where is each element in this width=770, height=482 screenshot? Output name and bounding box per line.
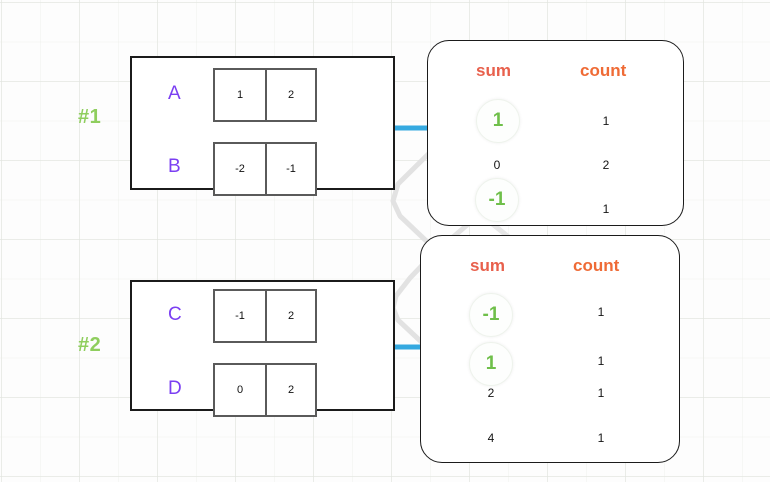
table-2-row-1-count: 1 xyxy=(597,354,605,368)
table-2-row-1-sum: 1 xyxy=(469,342,513,386)
row-label-d: D xyxy=(168,378,183,399)
input-group-1: A 1 2 B -2 -1 xyxy=(130,56,395,196)
output-table-2: sum count -1 1 1 1 2 1 4 1 xyxy=(420,235,680,463)
pair-a: 1 2 xyxy=(213,68,317,122)
table-2-header-sum: sum xyxy=(470,256,505,275)
table-2-row-3-sum: 4 xyxy=(487,431,495,445)
pair-a-cell-0: 1 xyxy=(236,89,244,101)
row-label-b: B xyxy=(168,156,182,177)
pair-a-cell-1: 2 xyxy=(265,70,315,120)
pair-d-cell-1: 2 xyxy=(265,365,315,415)
step-tag-1: #1 xyxy=(78,106,102,128)
step-tag-2: #2 xyxy=(78,334,102,356)
table-1-row-0-sum: 1 xyxy=(476,99,520,143)
pair-b: -2 -1 xyxy=(213,142,317,196)
output-table-1: sum count 1 1 0 2 -1 1 xyxy=(427,40,684,226)
row-label-a: A xyxy=(168,83,182,104)
pair-c-cell-0: -1 xyxy=(235,310,245,322)
table-1-row-1-sum: 0 xyxy=(493,158,501,172)
table-2-row-2-sum: 2 xyxy=(487,386,495,400)
row-label-c: C xyxy=(168,304,183,325)
pair-c: -1 2 xyxy=(213,289,317,343)
pair-d: 0 2 xyxy=(213,363,317,417)
table-2-row-0-sum: -1 xyxy=(469,293,513,337)
table-1-row-2-count: 1 xyxy=(602,202,610,216)
pair-b-cell-1: -1 xyxy=(265,144,315,194)
pair-d-cell-0: 0 xyxy=(236,384,244,396)
table-1-row-0-count: 1 xyxy=(602,114,610,128)
table-1-header-count: count xyxy=(580,61,627,80)
pair-b-cell-0: -2 xyxy=(235,163,245,175)
table-2-row-3-count: 1 xyxy=(597,431,605,445)
table-1-row-1-count: 2 xyxy=(602,158,610,172)
table-2-row-0-count: 1 xyxy=(597,305,605,319)
table-1-header-sum: sum xyxy=(476,61,511,80)
input-group-2: C -1 2 D 0 2 xyxy=(130,280,395,417)
pair-c-cell-1: 2 xyxy=(265,291,315,341)
table-2-row-2-count: 1 xyxy=(597,386,605,400)
table-2-header-count: count xyxy=(573,256,620,275)
table-1-row-2-sum: -1 xyxy=(475,178,519,222)
